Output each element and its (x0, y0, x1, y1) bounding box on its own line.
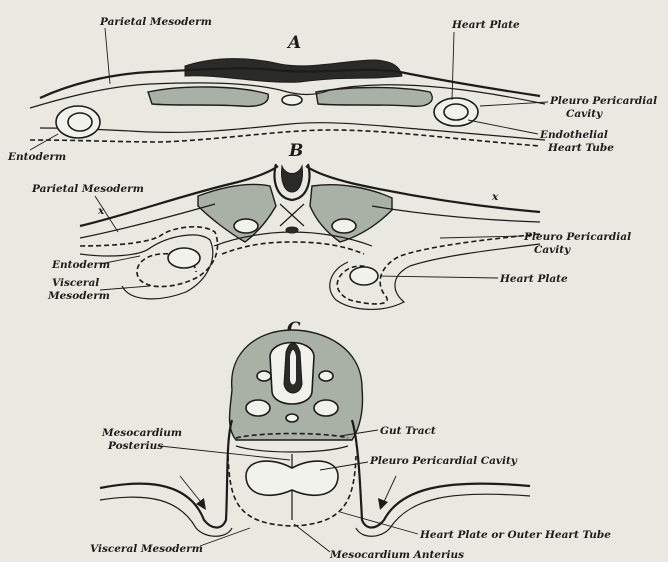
cell-left-c (257, 371, 271, 381)
gut-line-c (236, 446, 348, 452)
label-x-right-b: x (491, 191, 499, 203)
leader-entoderm-a (30, 134, 58, 150)
leader-heart-plate-a (452, 32, 454, 100)
panel-letter-b: B (288, 141, 303, 161)
label-entoderm-b: Entoderm (51, 259, 110, 271)
neural-lumen-c (290, 350, 296, 385)
label-visceral-mesoderm-c: Visceral Mesoderm (90, 543, 203, 555)
somite-left-c (246, 400, 270, 416)
arrow-right-head-c (378, 498, 388, 510)
label-pleuro-cavity-b-1: Pleuro Pericardial (523, 231, 631, 243)
label-pleuro-cavity-c: Pleuro Pericardial Cavity (369, 455, 518, 467)
gut-dashed-b (222, 242, 364, 254)
label-pleuro-cavity-a-2: Cavity (566, 108, 603, 120)
cross-b (280, 204, 304, 226)
somite-right-c (314, 400, 338, 416)
notochord-c (286, 414, 298, 422)
figure-c: C Mesocardium Posterius Gut Tract (90, 319, 611, 561)
label-entoderm-a: Entoderm (7, 151, 66, 163)
heart-plate-right-b (350, 267, 378, 285)
leader-endothelial-a (468, 120, 538, 134)
label-mesocardium-posterius-2: Posterius (107, 440, 163, 452)
mesoderm-left-a (148, 87, 268, 106)
label-mesocardium-anterius: Mesocardium Anterius (329, 549, 464, 561)
label-parietal-mesoderm-a: Parietal Mesoderm (99, 16, 212, 28)
endothelial-tube-left-a (68, 113, 92, 131)
label-visceral-mesoderm-b-1: Visceral (52, 277, 99, 289)
label-gut-tract: Gut Tract (380, 425, 436, 437)
label-pleuro-cavity-a-1: Pleuro Pericardial (549, 95, 657, 107)
label-mesocardium-posterius-1: Mesocardium (101, 427, 182, 439)
panel-letter-a: A (286, 33, 301, 53)
label-endothelial-a-1: Endothelial (539, 129, 608, 141)
leader-visceral-c (200, 528, 250, 546)
notochord-a (282, 95, 302, 105)
heart-plate-left-b (168, 248, 200, 268)
notochord-b (286, 227, 298, 233)
cell-right-c (319, 371, 333, 381)
neural-groove-b (281, 166, 302, 192)
leader-parietal-a (105, 28, 110, 84)
label-heart-plate-b: Heart Plate (499, 273, 568, 285)
label-heart-plate-outer-tube: Heart Plate or Outer Heart Tube (419, 529, 611, 541)
mesoderm-right-a (316, 88, 432, 107)
somite-right-b (332, 219, 356, 233)
label-endothelial-a-2: Heart Tube (547, 142, 614, 154)
label-x-left-b: x (97, 205, 105, 217)
somite-left-b (234, 219, 258, 233)
leader-heart-plate-c (340, 512, 418, 534)
leader-mesocardium-anterius (294, 524, 330, 552)
endoderm-line-a (40, 123, 545, 140)
leader-visceral-b (100, 286, 150, 290)
leader-pleuro-a (480, 102, 548, 106)
leader-mesocardium-posterius (160, 446, 290, 460)
label-parietal-mesoderm-b: Parietal Mesoderm (31, 183, 144, 195)
label-pleuro-cavity-b-2: Cavity (534, 244, 571, 256)
figure-b: B Parietal Mesoderm x x Pleuro Pericardi… (31, 141, 631, 309)
endothelial-tube-right-a (444, 104, 468, 120)
label-visceral-mesoderm-b-2: Mesoderm (47, 290, 110, 302)
leader-pleuro-b (440, 236, 522, 238)
figure-a: A Parietal Mesoderm Heart Plate Pleuro P… (7, 16, 657, 163)
label-heart-plate-a: Heart Plate (451, 19, 520, 31)
